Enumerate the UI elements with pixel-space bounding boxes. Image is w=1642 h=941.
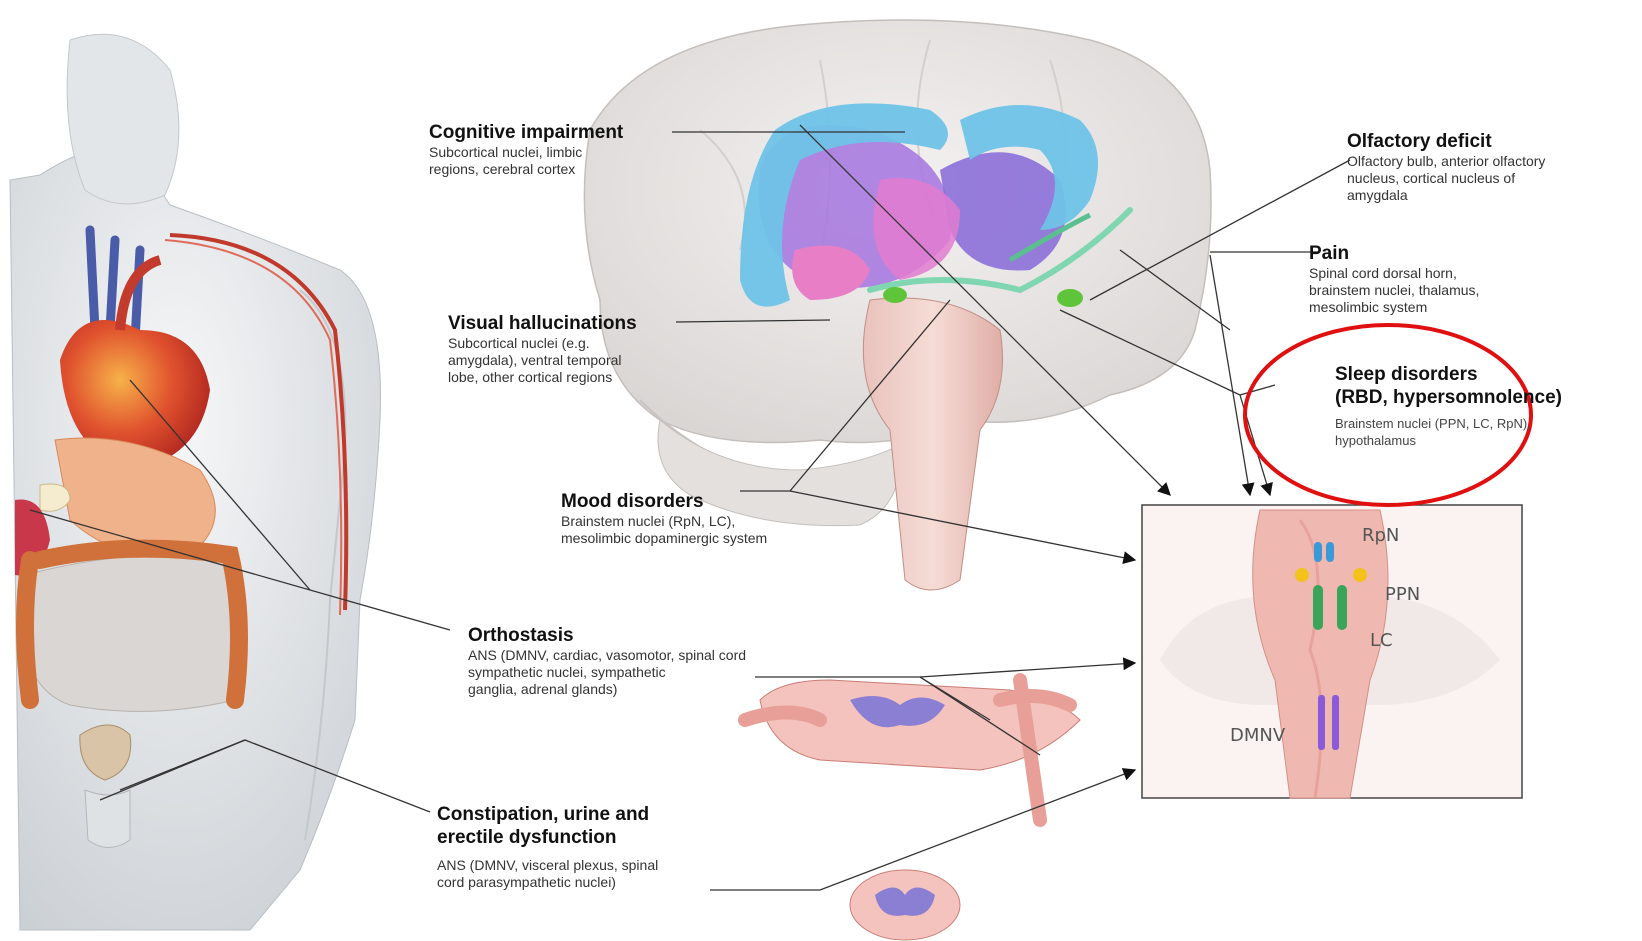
label-title: Olfactory deficit [1347, 130, 1545, 153]
label-desc-line: sympathetic nuclei, sympathetic [468, 664, 746, 681]
label-desc-line: Subcortical nuclei, limbic [429, 144, 623, 161]
label-desc-line: ANS (DMNV, visceral plexus, spinal [437, 857, 658, 874]
label-desc-line: Brainstem nuclei (RpN, LC), [561, 513, 767, 530]
label-olfactory-deficit: Olfactory deficit Olfactory bulb, anteri… [1347, 130, 1545, 204]
label-title: Pain [1309, 242, 1479, 265]
label-cognitive-impairment: Cognitive impairment Subcortical nuclei,… [429, 121, 623, 178]
label-desc-line: Spinal cord dorsal horn, [1309, 265, 1479, 282]
label-sleep-disorders: Sleep disorders (RBD, hypersomnolence) B… [1335, 363, 1562, 449]
label-visual-hallucinations: Visual hallucinations Subcortical nuclei… [448, 312, 637, 386]
label-constipation: Constipation, urine and erectile dysfunc… [437, 803, 658, 891]
label-desc-line: ANS (DMNV, cardiac, vasomotor, spinal co… [468, 647, 746, 664]
label-title: Visual hallucinations [448, 312, 637, 335]
inset-label-lc: LC [1370, 630, 1393, 651]
inset-label-rpn: RpN [1362, 525, 1399, 546]
label-desc-line: mesolimbic dopaminergic system [561, 530, 767, 547]
brainstem-inset [1142, 505, 1522, 798]
inset-label-ppn: PPN [1385, 584, 1420, 605]
label-pain: Pain Spinal cord dorsal horn, brainstem … [1309, 242, 1479, 316]
label-desc-line: regions, cerebral cortex [429, 161, 623, 178]
label-desc-line: mesolimbic system [1309, 299, 1479, 316]
label-title: erectile dysfunction [437, 826, 658, 849]
label-title: Constipation, urine and [437, 803, 658, 826]
label-desc-line: Olfactory bulb, anterior olfactory [1347, 153, 1545, 170]
label-desc-line: nucleus, cortical nucleus of [1347, 170, 1545, 187]
label-title: (RBD, hypersomnolence) [1335, 386, 1562, 409]
label-mood-disorders: Mood disorders Brainstem nuclei (RpN, LC… [561, 490, 767, 547]
label-desc-line: ganglia, adrenal glands) [468, 681, 746, 698]
label-desc-line: amygdala), ventral temporal [448, 352, 637, 369]
inset-label-dmnv: DMNV [1230, 725, 1285, 746]
label-desc-line: Brainstem nuclei (PPN, LC, RpN), [1335, 415, 1562, 432]
label-desc-line: Subcortical nuclei (e.g. [448, 335, 637, 352]
label-orthostasis: Orthostasis ANS (DMNV, cardiac, vasomoto… [468, 624, 746, 698]
label-title: Mood disorders [561, 490, 767, 513]
label-title: Cognitive impairment [429, 121, 623, 144]
label-desc-line: brainstem nuclei, thalamus, [1309, 282, 1479, 299]
label-desc-line: hypothalamus [1335, 432, 1562, 449]
label-desc-line: amygdala [1347, 187, 1545, 204]
label-desc-line: lobe, other cortical regions [448, 369, 637, 386]
label-title: Sleep disorders [1335, 363, 1562, 386]
label-title: Orthostasis [468, 624, 746, 647]
human-body-figure [10, 34, 381, 930]
label-desc-line: cord parasympathetic nuclei) [437, 874, 658, 891]
